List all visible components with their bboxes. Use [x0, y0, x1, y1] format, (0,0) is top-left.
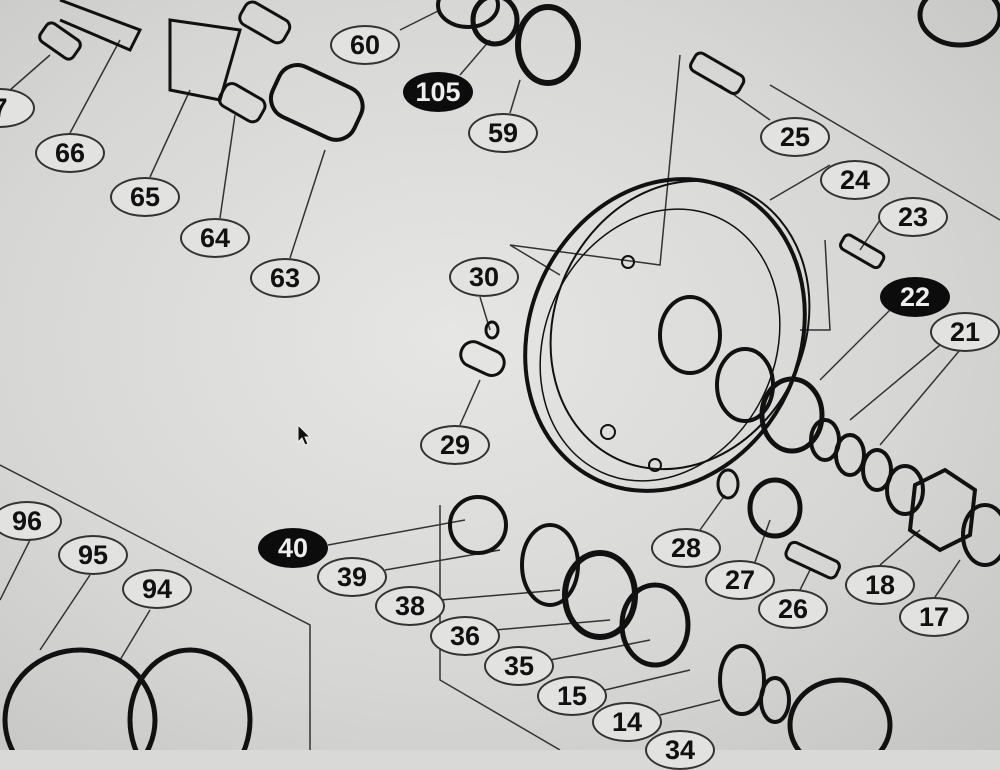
- callout-22[interactable]: 22: [880, 277, 950, 317]
- callout-65[interactable]: 65: [110, 177, 180, 217]
- callout-59[interactable]: 59: [468, 113, 538, 153]
- callout-38[interactable]: 38: [375, 586, 445, 626]
- rotor-housing: [523, 177, 811, 493]
- callout-21[interactable]: 21: [930, 312, 1000, 352]
- callout-26[interactable]: 26: [758, 589, 828, 629]
- callout-23[interactable]: 23: [878, 197, 948, 237]
- callout-36[interactable]: 36: [430, 616, 500, 656]
- callout-28[interactable]: 28: [651, 528, 721, 568]
- callout-25[interactable]: 25: [760, 117, 830, 157]
- callout-63[interactable]: 63: [250, 258, 320, 298]
- mouse-cursor-icon: [297, 424, 312, 446]
- callout-18[interactable]: 18: [845, 565, 915, 605]
- callout-64[interactable]: 64: [180, 218, 250, 258]
- callout-24[interactable]: 24: [820, 160, 890, 200]
- callout-15[interactable]: 15: [537, 676, 607, 716]
- callout-17[interactable]: 17: [899, 597, 969, 637]
- callout-14[interactable]: 14: [592, 702, 662, 742]
- callout-29[interactable]: 29: [420, 425, 490, 465]
- callout-40[interactable]: 40: [258, 528, 328, 568]
- callout-105[interactable]: 105: [403, 72, 473, 112]
- callout-95[interactable]: 95: [58, 535, 128, 575]
- exploded-parts-drawing: [0, 0, 1000, 750]
- callout-27[interactable]: 27: [705, 560, 775, 600]
- small-parts: [2, 0, 1000, 750]
- callout-66[interactable]: 66: [35, 133, 105, 173]
- callout-30[interactable]: 30: [449, 257, 519, 297]
- callout-60[interactable]: 60: [330, 25, 400, 65]
- callout-34[interactable]: 34: [645, 730, 715, 770]
- callout-35[interactable]: 35: [484, 646, 554, 686]
- callout-39[interactable]: 39: [317, 557, 387, 597]
- callout-96[interactable]: 96: [0, 501, 62, 541]
- callout-94[interactable]: 94: [122, 569, 192, 609]
